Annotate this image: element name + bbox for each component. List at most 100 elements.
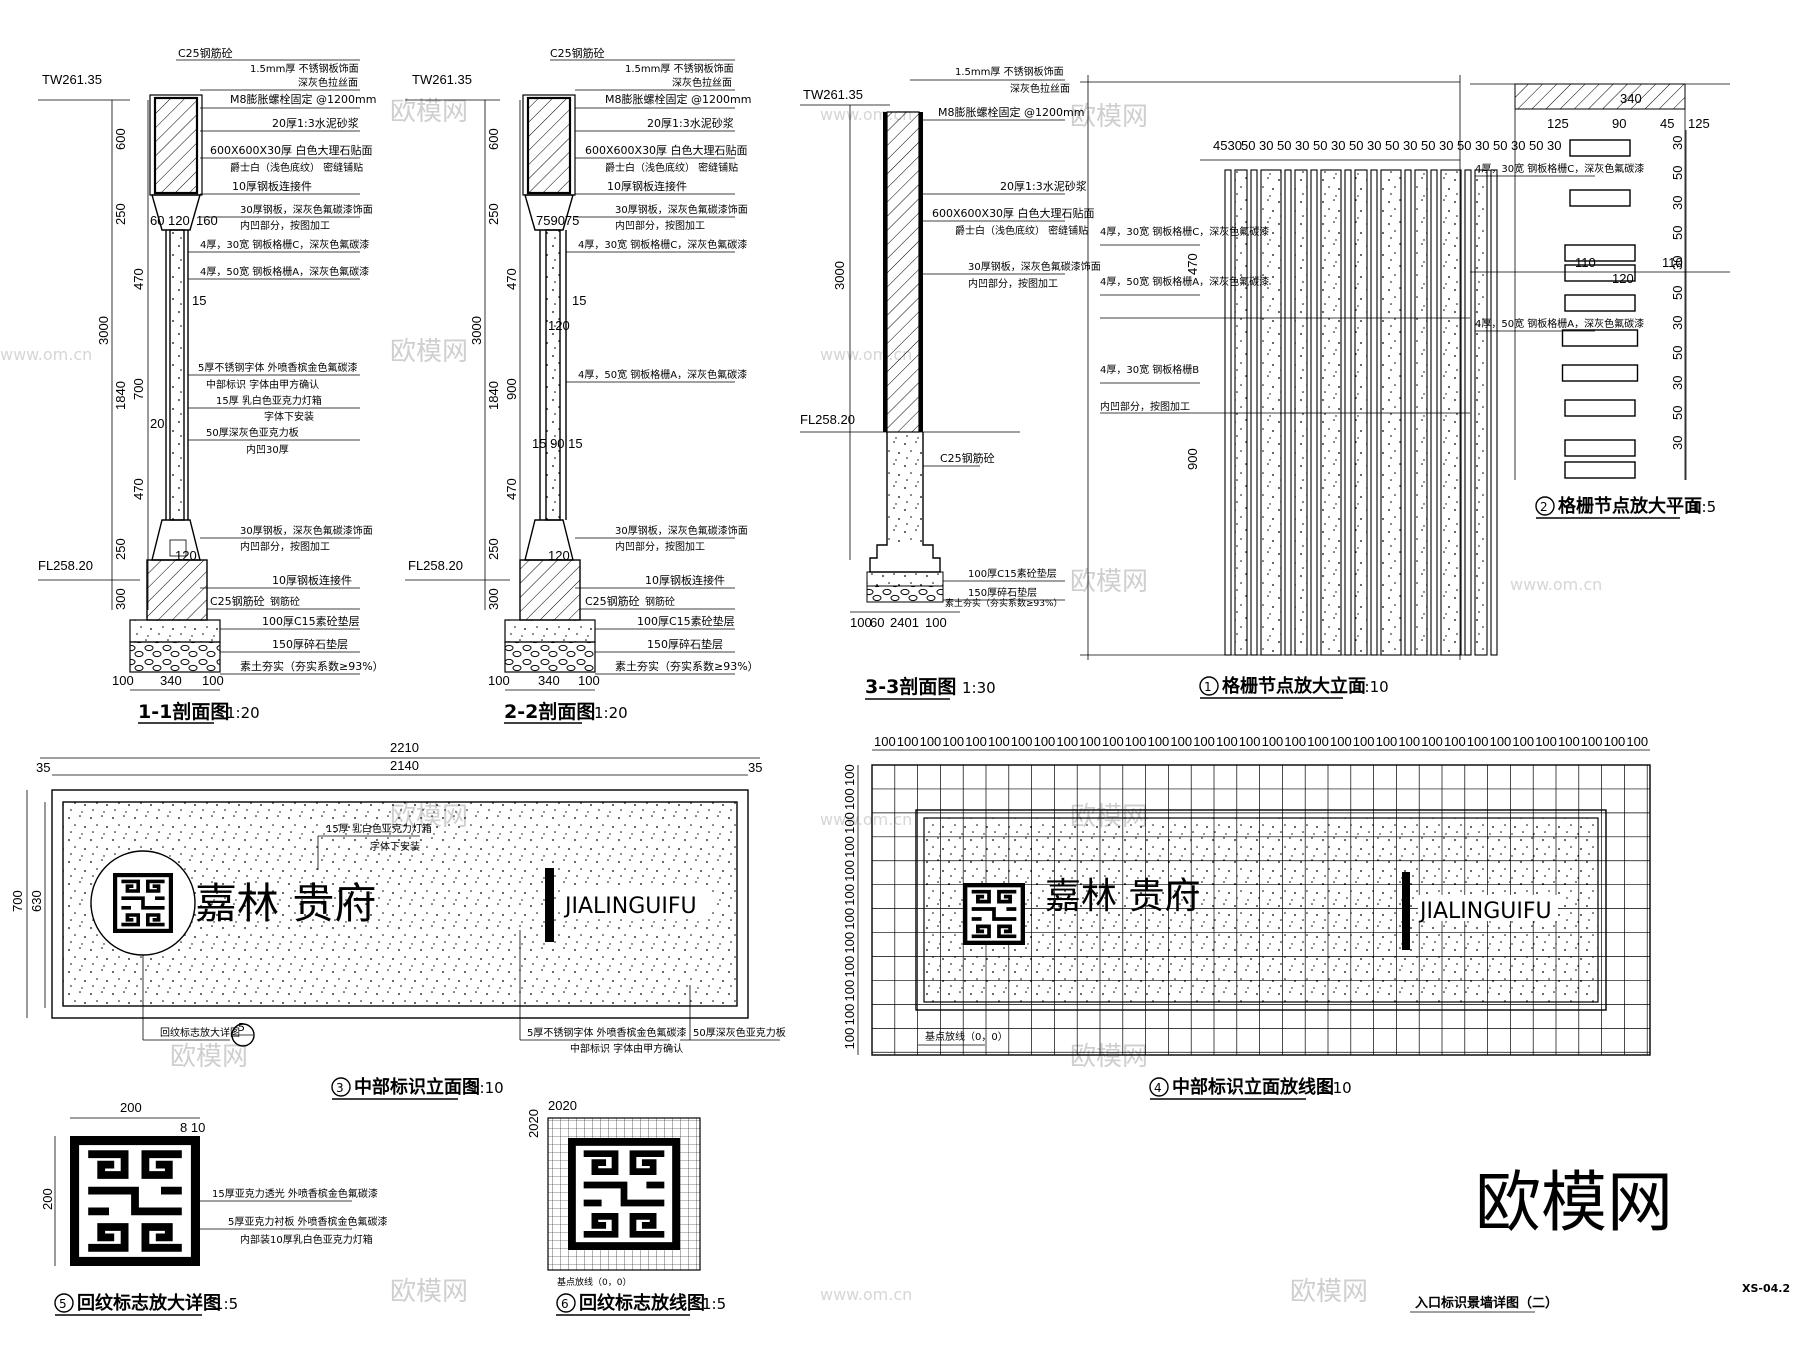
sign-setout-title: 中部标识立面放线图 xyxy=(1172,1076,1334,1098)
svg-text:15: 15 xyxy=(192,293,206,308)
level-fl: FL258.20 xyxy=(38,558,93,573)
svg-text:2020: 2020 xyxy=(526,1109,541,1138)
grille-dim-label: 30 xyxy=(1259,138,1273,153)
grille-bar xyxy=(1344,169,1352,656)
svg-text:120: 120 xyxy=(168,213,190,228)
grille-dim-label: 30 xyxy=(1331,138,1345,153)
plan-bar xyxy=(1564,244,1636,262)
plan-dim-label: 50 xyxy=(1670,286,1685,300)
grille-dim-label: 30 xyxy=(1295,138,1309,153)
svg-text:600X600X30厚 白色大理石贴面: 600X600X30厚 白色大理石贴面 xyxy=(932,206,1095,220)
grid-dim-label: 100 xyxy=(1376,734,1398,749)
svg-text:110: 110 xyxy=(1575,255,1596,270)
svg-text:15厚 乳白色亚克力灯箱: 15厚 乳白色亚克力灯箱 xyxy=(216,394,322,407)
svg-text:600X600X30厚 白色大理石贴面: 600X600X30厚 白色大理石贴面 xyxy=(585,143,748,157)
svg-text:600: 600 xyxy=(486,128,501,150)
grille-dim-label: 50 xyxy=(1313,138,1327,153)
section-2-2: TW261.35 FL258.20 600 250 470 1840 3000 … xyxy=(405,46,759,724)
grid-dim-label: 100 xyxy=(988,734,1010,749)
svg-text:深灰色拉丝面: 深灰色拉丝面 xyxy=(672,76,732,89)
svg-text:2401: 2401 xyxy=(890,615,919,630)
grid-dim-label: 100 xyxy=(1535,734,1557,749)
grille-bar xyxy=(1414,169,1428,656)
dim-3000: 3000 xyxy=(96,316,111,345)
section-3-3: TW261.35 FL258.20 3000 100 60 2401 100 1… xyxy=(800,65,1101,700)
grille-bar xyxy=(1354,169,1368,656)
svg-text:1.5mm厚 不锈钢板饰面: 1.5mm厚 不锈钢板饰面 xyxy=(955,65,1064,78)
svg-text:爵士白（浅色底纹） 密缝铺贴: 爵士白（浅色底纹） 密缝铺贴 xyxy=(605,161,738,174)
svg-text:470: 470 xyxy=(1185,253,1200,275)
watermark: 欧模网 xyxy=(1070,1042,1148,1072)
svg-text:250: 250 xyxy=(486,203,501,225)
svg-text:素土夯实（夯实系数≥93%）: 素土夯实（夯实系数≥93%） xyxy=(615,659,759,673)
svg-text:C25钢筋砼: C25钢筋砼 xyxy=(178,46,233,60)
plan-bar xyxy=(1561,329,1639,347)
svg-text:100: 100 xyxy=(488,673,510,688)
svg-text:2020: 2020 xyxy=(548,1098,577,1113)
plan-dim-label: 30 xyxy=(1670,316,1685,330)
svg-text:4厚，30宽 钢板格栅C，深灰色氟碳漆: 4厚，30宽 钢板格栅C，深灰色氟碳漆 xyxy=(200,238,369,251)
grille-bar xyxy=(1474,169,1488,656)
svg-text:4厚，50宽 钢板格栅A，深灰色氟碳漆: 4厚，50宽 钢板格栅A，深灰色氟碳漆 xyxy=(578,368,747,381)
grille-bar xyxy=(1490,169,1498,656)
svg-text:35: 35 xyxy=(748,760,762,775)
svg-text:30厚钢板，深灰色氟碳漆饰面: 30厚钢板，深灰色氟碳漆饰面 xyxy=(615,524,748,537)
svg-text:1840: 1840 xyxy=(486,381,501,410)
grille-plan: 340 125 90 45 125 3050305030503050305030… xyxy=(1470,83,1730,519)
grid-dim-label: 100 xyxy=(897,734,919,749)
svg-text:4厚，50宽 钢板格栅A，深灰色氟碳漆: 4厚，50宽 钢板格栅A，深灰色氟碳漆 xyxy=(1100,275,1269,288)
svg-text:340: 340 xyxy=(1620,91,1642,106)
dim-700: 700 xyxy=(131,378,146,400)
watermark: 欧模网 xyxy=(1070,567,1148,597)
svg-text:4厚，30宽 钢板格栅B: 4厚，30宽 钢板格栅B xyxy=(1100,363,1199,376)
svg-text:20厚1:3水泥砂浆: 20厚1:3水泥砂浆 xyxy=(272,116,359,130)
svg-text:回纹标志放大详图: 回纹标志放大详图 xyxy=(160,1026,240,1039)
grille-dim-label: 50 xyxy=(1349,138,1363,153)
svg-text:110: 110 xyxy=(1662,255,1683,270)
dim-300: 300 xyxy=(113,588,128,610)
watermark: 欧模网 xyxy=(170,1042,248,1072)
svg-text:10厚钢板连接件: 10厚钢板连接件 xyxy=(607,179,687,193)
svg-text:700: 700 xyxy=(10,890,25,912)
svg-text:50厚深灰色亚克力板: 50厚深灰色亚克力板 xyxy=(693,1026,786,1039)
svg-text:20: 20 xyxy=(150,416,164,431)
grid-dim-label: 100 xyxy=(1056,734,1078,749)
grid-dim-label: 100 xyxy=(1239,734,1261,749)
grid-dim-label: 100 xyxy=(1353,734,1375,749)
svg-text:字体下安装: 字体下安装 xyxy=(264,410,314,423)
grid-dim-label: 100 xyxy=(1604,734,1626,749)
svg-text:1:10: 1:10 xyxy=(1318,1079,1352,1097)
svg-text:15厚 乳白色亚克力灯箱: 15厚 乳白色亚克力灯箱 xyxy=(326,822,432,835)
svg-text:10厚钢板连接件: 10厚钢板连接件 xyxy=(272,573,352,587)
grid-dim-label: 100 xyxy=(1307,734,1329,749)
brand-logo: 欧模网 xyxy=(1475,1164,1673,1241)
grille-bar xyxy=(1250,169,1258,656)
watermark-url: www.om.cn xyxy=(820,1285,912,1304)
grid-dim-label: 100 xyxy=(842,980,857,1002)
grid-dim-label: 100 xyxy=(842,956,857,978)
sign-en-name: JIALINGUIFU xyxy=(563,894,697,919)
grid-dim-label: 100 xyxy=(1216,734,1238,749)
svg-text:900: 900 xyxy=(504,378,519,400)
grid-dim-label: 100 xyxy=(942,734,964,749)
plan-dim-label: 30 xyxy=(1670,136,1685,150)
svg-text:爵士白（浅色底纹） 密缝铺贴: 爵士白（浅色底纹） 密缝铺贴 xyxy=(955,224,1088,237)
grille-dim-label: 30 xyxy=(1439,138,1453,153)
svg-text:2140: 2140 xyxy=(390,758,419,773)
svg-text:15 90 15: 15 90 15 xyxy=(532,436,583,451)
grid-dim-label: 100 xyxy=(842,932,857,954)
sheet-number: XS-04.2 xyxy=(1742,1282,1790,1295)
svg-text:30厚钢板，深灰色氟碳漆饰面: 30厚钢板，深灰色氟碳漆饰面 xyxy=(968,260,1101,273)
grid-dim-label: 100 xyxy=(965,734,987,749)
grid-dim-label: 100 xyxy=(1284,734,1306,749)
setout-cn-name: 嘉林 贵府 xyxy=(1045,876,1200,917)
svg-text:1.5mm厚 不锈钢板饰面: 1.5mm厚 不锈钢板饰面 xyxy=(625,62,734,75)
dim-1840: 1840 xyxy=(113,381,128,410)
grille-dim-label: 50 xyxy=(1421,138,1435,153)
svg-text:150厚碎石垫层: 150厚碎石垫层 xyxy=(968,586,1037,599)
grille-dim-label: 4530 xyxy=(1213,138,1242,153)
svg-text:900: 900 xyxy=(1185,448,1200,470)
section-2-2-scale: 1:20 xyxy=(594,704,628,722)
dim-250b: 250 xyxy=(113,538,128,560)
grille-bar xyxy=(1440,169,1462,656)
